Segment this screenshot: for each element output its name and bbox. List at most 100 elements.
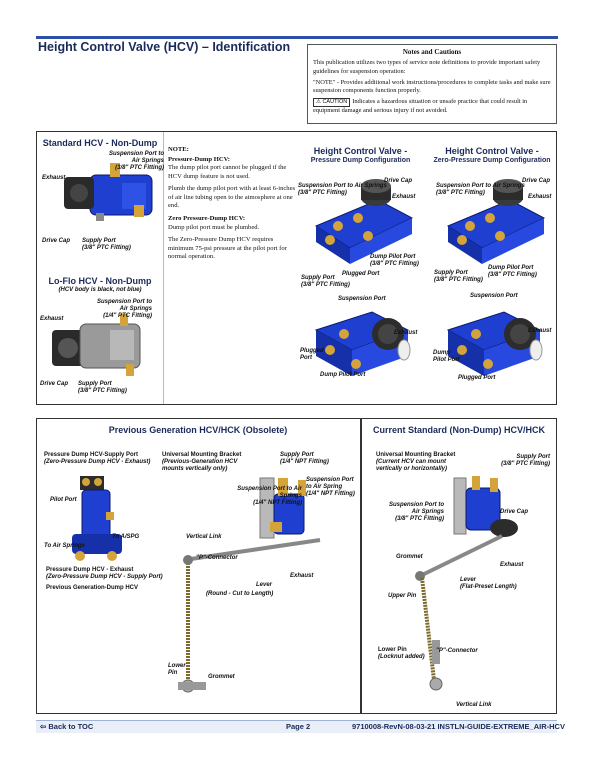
zd-plugged-port2-label: Plugged Port: [458, 375, 496, 381]
prev-gen-heading: Previous Generation HCV/HCK (Obsolete): [108, 425, 288, 435]
zero-dump-illustration-bottom: [446, 311, 543, 376]
pg-pd-supply-label: Pressure Dump HCV-Supply Port(Zero-Press…: [44, 452, 151, 465]
current-linkage-illustration: [415, 476, 518, 691]
zero-dump-heading: Height Control Valve -: [445, 146, 539, 156]
back-to-toc-link[interactable]: ⇦ Back to TOC: [40, 722, 93, 731]
caution-tag: ⚠ CAUTION: [313, 98, 351, 108]
zd-dump-pilot-label: Dump Pilot Port(3/8" PTC Fitting): [488, 265, 537, 278]
current-heading: Current Standard (Non-Dump) HCV/HCK: [373, 425, 545, 435]
note-p3-title: Zero Pressure-Dump HCV:: [168, 214, 246, 222]
zd-supply-port-label: Supply Port(3/8" PTC Fitting): [434, 270, 483, 283]
std-exhaust-label: Exhaust: [42, 175, 66, 181]
hcv-hck-box: [36, 418, 557, 714]
pressure-dump-illustration-top: [314, 179, 414, 264]
pg-pilot-port-label: Pilot Port: [50, 497, 77, 503]
zero-dump-illustration-top: [446, 179, 546, 264]
pd-plugged-port-label: Plugged Port: [342, 271, 380, 277]
cur-supply-port-label: Supply Port(3/8" PTC Fitting): [501, 454, 550, 467]
pg-p-connector-label: "P"-Connector: [196, 555, 238, 561]
pg-lever-label: Lever: [256, 582, 273, 588]
note-p4: The Zero-Pressure Dump HCV requires mini…: [168, 236, 287, 261]
note-p1: The dump pilot port cannot be plugged if…: [168, 164, 287, 180]
note-p3: Dump pilot port must be plumbed.: [168, 223, 260, 231]
std-drive-cap-label: Drive Cap: [42, 238, 71, 244]
bottom-divider: [360, 418, 362, 714]
zd-susp-port-label: Suspension Port to Air Springs(3/8" PTC …: [436, 183, 525, 196]
pg-to-apsg-label: To A/SPG: [112, 534, 140, 540]
cur-upper-pin-label: Upper Pin: [388, 593, 417, 599]
pd-dump-pilot2-label: Dump Pilot Port: [320, 372, 366, 378]
note-block: NOTE: Pressure-Dump HCV: The dump pilot …: [168, 146, 296, 266]
notes-box: Notes and Cautions This publication util…: [307, 44, 557, 124]
std-susp-port-label: Suspension Port to Air Springs(3/8" PTC …: [108, 151, 164, 171]
prev-gen-dump-illustration: [72, 476, 122, 561]
pressure-dump-illustration-bottom: [314, 311, 411, 376]
cur-p-connector-label: "P"-Connector: [436, 648, 478, 654]
pressure-dump-subheading: Pressure Dump Configuration: [310, 157, 411, 164]
loflo-subheading: (HCV body is black, not blue): [58, 287, 142, 293]
cur-grommet-label: Grommet: [396, 554, 423, 560]
loflo-hcv-illustration: [52, 314, 141, 376]
cur-lever-label: Lever(Flat-Preset Length): [460, 577, 517, 590]
identification-box: [36, 131, 557, 405]
zd-dump-pilot2-label: Dump Pilot Port: [433, 350, 460, 363]
title-rule: [36, 36, 558, 39]
pg-to-air-springs-label: To Air Springs: [44, 543, 85, 549]
column-divider: [163, 132, 164, 404]
pd-dump-pilot-label: Dump Pilot Port(3/8" PTC Fitting): [370, 254, 419, 267]
pg-pd-exhaust-label: Pressure Dump HCV - Exhaust(Zero-Pressur…: [46, 567, 163, 580]
loflo-susp-port-label: Suspension Port to Air Springs(1/4" PTC …: [96, 299, 152, 319]
cur-drive-cap-label: Drive Cap: [500, 509, 529, 515]
std-supply-label: Supply Port(3/8" PTC Fitting): [82, 238, 131, 251]
pg-susp-port-label: Suspension Port to Air Springs(1/4" NPT …: [237, 486, 302, 506]
loflo-exhaust-label: Exhaust: [40, 316, 64, 322]
zd-exhaust2-label: Exhaust: [528, 328, 552, 334]
note-p1-title: Pressure-Dump HCV:: [168, 155, 230, 163]
pd-drive-cap-label: Drive Cap: [384, 178, 413, 184]
pd-exhaust-label: Exhaust: [392, 194, 416, 200]
cur-vertical-link-label: Vertical Link: [456, 702, 492, 708]
notes-caution-line: Indicates a hazardous situation or unsaf…: [313, 98, 528, 115]
pg-supply-port-label: Supply Port(1/4" NPT Fitting): [280, 452, 329, 465]
pd-susp-port-label: Suspension Port to Air Springs(3/8" PTC …: [298, 183, 387, 196]
page-title: Height Control Valve (HCV) – Identificat…: [38, 40, 291, 54]
pd-plugged-port2-label: Plugged Port: [300, 348, 324, 361]
page-number: Page 2: [286, 722, 311, 731]
cur-exhaust-label: Exhaust: [500, 562, 524, 568]
prev-gen-linkage-illustration: [178, 477, 321, 693]
loflo-drive-cap-label: Drive Cap: [40, 381, 69, 387]
loflo-supply-label: Supply Port(3/8" PTC Fitting): [78, 381, 127, 394]
zd-exhaust-label: Exhaust: [528, 194, 552, 200]
note-label: NOTE:: [168, 146, 189, 153]
pg-lower-pin-label: Lower Pin: [168, 663, 186, 676]
back-to-toc-label: Back to TOC: [48, 722, 94, 731]
pg-caption: Previous Generation-Dump HCV: [46, 585, 139, 591]
pg-lever-sub-label: (Round - Cut to Length): [206, 591, 274, 597]
pd-susp-port2-label: Suspension Port: [338, 296, 386, 302]
standard-hcv-illustration: [64, 163, 153, 221]
footer-bar: [36, 720, 557, 733]
pg-susp-port-r-label: Suspension Port to Air Spring(1/4" NPT F…: [306, 477, 355, 497]
pressure-dump-heading: Height Control Valve -: [313, 146, 408, 156]
pg-umb-label: Universal Mounting Bracket(Previous-Gene…: [162, 452, 242, 472]
zero-dump-subheading: Zero-Pressure Dump Configuration: [433, 157, 551, 164]
standard-hcv-heading: Standard HCV - Non-Dump: [42, 138, 158, 148]
notes-intro: This publication utilizes two types of s…: [313, 59, 541, 76]
cur-lower-pin-label: Lower Pin(Locknut added): [378, 647, 425, 660]
back-arrow-icon: ⇦: [40, 722, 47, 731]
note-p2: Plumb the dump pilot port with at least …: [168, 185, 296, 210]
cur-umb-label: Universal Mounting Bracket(Current HCV c…: [376, 452, 456, 472]
zd-susp-port2-label: Suspension Port: [470, 293, 518, 299]
pd-supply-port-label: Supply Port(3/8" PTC Fitting): [301, 275, 350, 288]
pg-exhaust-label: Exhaust: [290, 573, 314, 579]
zd-drive-cap-label: Drive Cap: [522, 178, 551, 184]
notes-note-line: "NOTE" - Provides additional work instru…: [313, 78, 551, 95]
notes-heading: Notes and Cautions: [402, 48, 462, 56]
cur-susp-port-label: Suspension Port to Air Springs(3/8" PTC …: [388, 502, 444, 522]
pg-grommet-label: Grommet: [208, 674, 235, 680]
pg-vertical-link-label: Vertical Link: [186, 534, 222, 540]
document-id: 9710008-RevN-08-03-21 INSTLN-GUIDE-EXTRE…: [352, 722, 565, 731]
loflo-hcv-heading: Lo-Flo HCV - Non-Dump: [48, 276, 152, 286]
pd-exhaust2-label: Exhaust: [394, 330, 418, 336]
